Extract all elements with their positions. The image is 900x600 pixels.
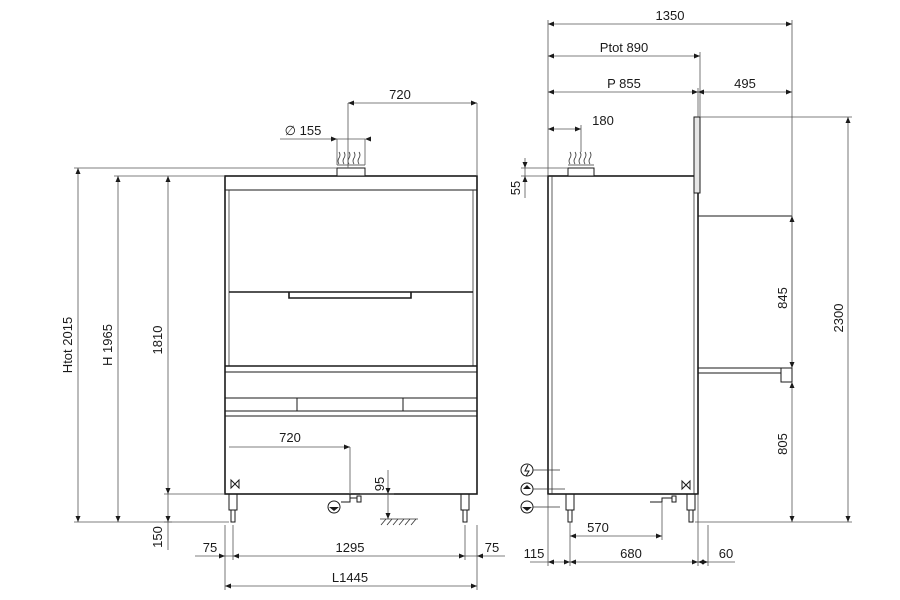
dim-drain-width	[229, 444, 351, 494]
label-p: P 855	[607, 76, 641, 91]
front-ground-hatch	[380, 518, 418, 526]
label-leg-height: 150	[150, 526, 165, 548]
dim-total-height	[695, 116, 852, 523]
side-extension-table	[698, 215, 793, 383]
dim-htot	[74, 167, 337, 523]
label-side-left: 75	[203, 540, 217, 555]
label-inner-width: 1295	[336, 540, 365, 555]
label-drain-width: 720	[279, 430, 301, 445]
label-drain-height: 95	[372, 477, 387, 491]
side-steam-icon	[568, 151, 594, 166]
side-view: 1350 Ptot 890 P 855 495 180 55 845 2300 …	[508, 8, 852, 566]
dim-total-depth	[547, 20, 793, 368]
side-drain-pipe	[650, 495, 677, 503]
label-bottom-depth: 680	[620, 546, 642, 561]
label-duct-height: 55	[508, 181, 523, 195]
label-htot: Htot 2015	[60, 317, 75, 373]
label-total-height: 2300	[831, 304, 846, 333]
side-water-icon	[520, 482, 565, 496]
dim-p	[548, 88, 792, 117]
front-door-handle	[288, 292, 412, 299]
dim-duct-diameter	[280, 136, 371, 165]
side-valve-icon	[681, 479, 691, 491]
front-exhaust-duct	[336, 167, 366, 177]
dim-height-body	[164, 176, 225, 495]
dim-lower-height	[789, 382, 795, 522]
label-total-length: L1445	[332, 570, 368, 585]
label-lower-height: 805	[775, 433, 790, 455]
dim-upper-height	[789, 216, 795, 368]
front-drain	[327, 494, 362, 514]
dim-top-width	[347, 100, 478, 176]
label-side-right: 75	[485, 540, 499, 555]
side-body-outline	[547, 175, 699, 495]
label-h: H 1965	[100, 324, 115, 366]
dim-bottom-row	[195, 525, 505, 590]
dim-ptot	[548, 52, 701, 117]
dim-drain-height	[360, 470, 394, 519]
front-valve-icon	[230, 478, 240, 490]
label-upper-height: 845	[775, 287, 790, 309]
label-total-depth: 1350	[656, 8, 685, 23]
front-body-outline	[224, 175, 478, 495]
label-duct-diameter: ∅ 155	[285, 123, 322, 138]
dim-leg-height	[164, 494, 172, 550]
dim-duct-height	[521, 158, 568, 198]
side-legs	[565, 493, 696, 523]
label-left-offset: 115	[524, 546, 545, 561]
label-top-width: 720	[389, 87, 411, 102]
label-right-offset: 60	[719, 546, 733, 561]
label-ptot: Ptot 890	[600, 40, 648, 55]
side-electric-icon	[520, 463, 560, 477]
dim-duct-offset	[548, 125, 582, 152]
front-view: 720 ∅ 155 Htot 2015 H 1965 1810 150 720 …	[60, 87, 505, 590]
side-exhaust-duct	[567, 167, 595, 177]
label-drain-offset: 570	[587, 520, 609, 535]
dim-h	[114, 175, 225, 522]
front-legs	[228, 493, 470, 523]
front-steam-icon	[337, 151, 365, 166]
label-duct-offset: 180	[592, 113, 614, 128]
side-drain-icon	[520, 500, 560, 514]
label-extension: 495	[734, 76, 756, 91]
side-back-panel	[693, 116, 701, 194]
dim-side-bottom-row	[530, 494, 735, 566]
label-height-body: 1810	[150, 326, 165, 355]
